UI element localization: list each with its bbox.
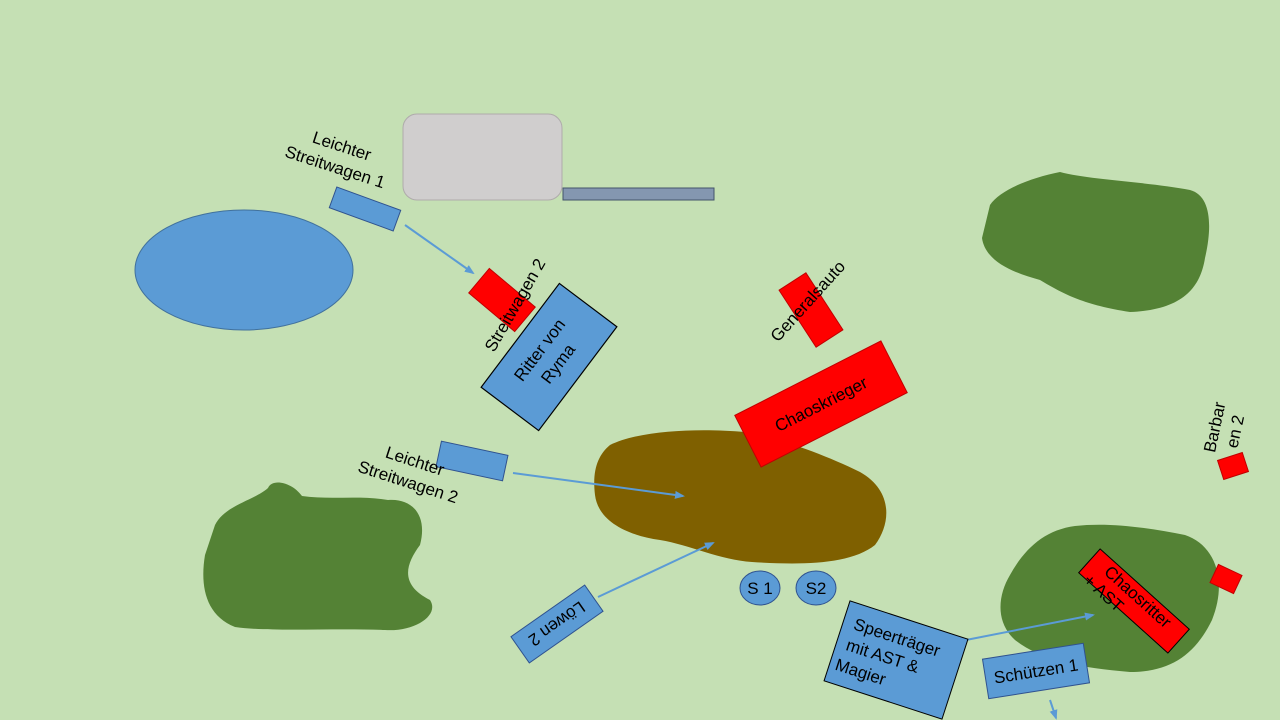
unit-ritter-von-ryma[interactable]: Ritter von Ryma (480, 282, 618, 432)
svg-text:en 2: en 2 (1223, 413, 1248, 449)
hill (594, 430, 887, 564)
unit-small-red-east[interactable] (1209, 563, 1243, 595)
unit-barbaren-2[interactable] (1216, 451, 1250, 481)
label-leichter-streitwagen-1: Leichter Streitwagen 1 (283, 128, 388, 192)
unit-leichter-streitwagen-1[interactable] (328, 186, 402, 232)
forest-south-west (203, 482, 433, 631)
unit-streitwagen-2[interactable] (468, 267, 536, 333)
forest-north-east (982, 172, 1210, 312)
arrow-loewen-2 (597, 542, 715, 598)
unit-loewen-2[interactable]: Löwen 2 (510, 584, 604, 664)
label-barbaren-2: Barbar en 2 (1200, 400, 1248, 454)
wall (562, 187, 715, 201)
lake (134, 209, 354, 331)
unit-chaoskrieger[interactable]: Chaoskrieger (734, 340, 908, 468)
label-s2: S2 (806, 579, 827, 598)
unit-s2[interactable]: S2 (795, 570, 837, 606)
unit-s1[interactable]: S 1 (739, 570, 781, 606)
unit-speertraeger[interactable]: Speerträger mit AST & Magier (823, 600, 969, 720)
arrow-schuetzen-1 (1049, 699, 1058, 720)
arrow-leichter-streitwagen-1 (404, 224, 475, 275)
unit-generalsauto[interactable] (778, 272, 844, 348)
unit-leichter-streitwagen-2[interactable] (435, 440, 509, 482)
building (402, 113, 563, 201)
label-s1: S 1 (747, 579, 773, 598)
arrow-speertraeger (965, 612, 1095, 641)
unit-schuetzen-1[interactable]: Schützen 1 (981, 642, 1091, 700)
arrow-leichter-streitwagen-2 (512, 472, 685, 499)
